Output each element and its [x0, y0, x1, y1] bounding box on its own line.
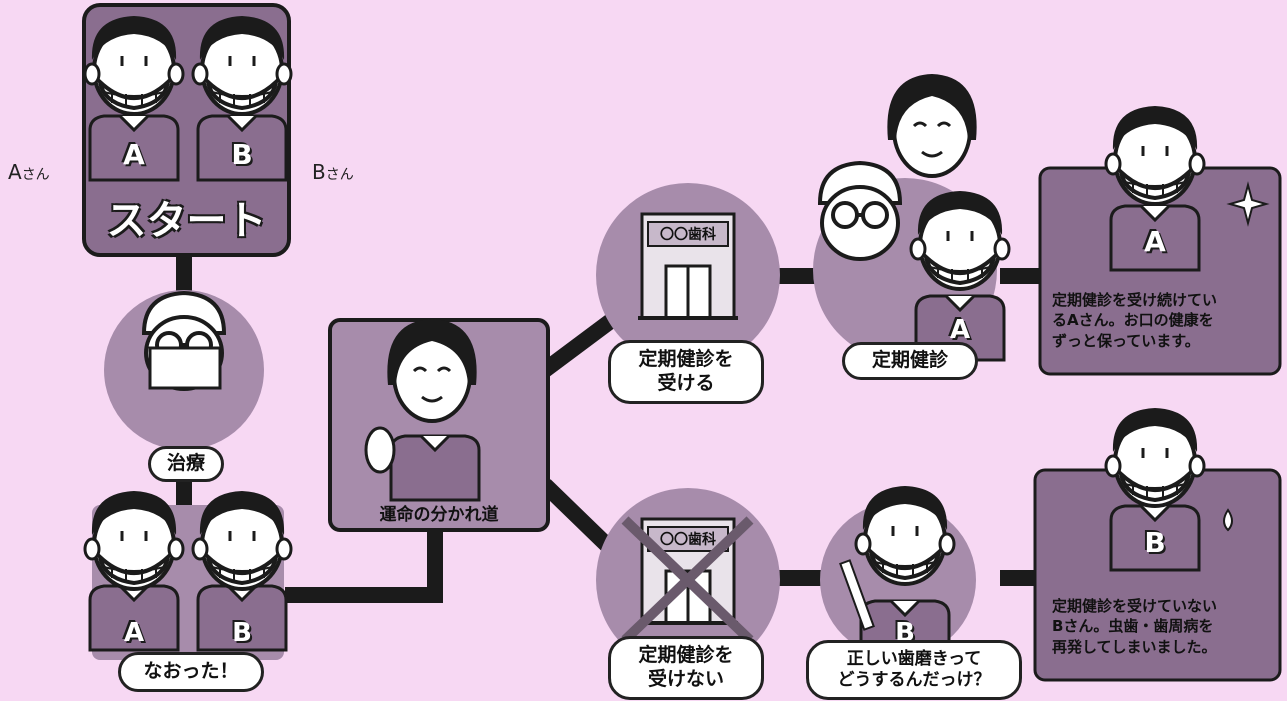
checkup-text: 定期健診 [871, 349, 948, 372]
connector-healed-to-crossroads [285, 525, 443, 603]
start-shirt-b: B [231, 138, 253, 171]
checkup-node [813, 72, 1011, 362]
healed-shirt-b: B [232, 618, 252, 648]
person-a-suffix: さん [21, 167, 50, 183]
healed-label: なおった！ [118, 652, 264, 692]
brushing-label: 正しい歯磨きって どうするんだっけ？ [806, 640, 1022, 700]
healed-text: なおった！ [143, 660, 239, 683]
treatment-node [104, 290, 264, 450]
clinic-visit-node [596, 183, 780, 367]
result-b-text: 定期健診を受けていない Bさん。虫歯・歯周病を 再発してしまいました。 [1052, 596, 1277, 657]
result-a-shirt: A [1144, 225, 1166, 258]
clinic-skip-node [596, 488, 780, 672]
checkup-label: 定期健診 [842, 342, 978, 380]
healed-shirt-a: A [123, 618, 145, 648]
brushing-line1: 正しい歯磨きって [846, 648, 982, 669]
checkup-shirt-a: A [949, 315, 971, 345]
brushing-node [820, 484, 976, 667]
result-b-line1: 定期健診を受けていない [1052, 597, 1218, 615]
connector-lines [176, 255, 1040, 603]
checkup-yes-line1: 定期健診を [638, 348, 734, 371]
result-a-text: 定期健診を受け続けてい るAさん。お口の健康を ずっと保っています。 [1052, 290, 1277, 351]
checkup-no-line2: 受けない [647, 668, 724, 690]
result-a-line2: るAさん。お口の健康を [1052, 311, 1214, 330]
clinic-sign-upper: 〇〇歯科 [660, 227, 716, 243]
result-a-line1: 定期健診を受け続けてい [1052, 291, 1218, 309]
result-b-line3: 再発してしまいました。 [1052, 637, 1217, 656]
result-b-shirt: B [1144, 526, 1166, 559]
checkup-yes-label: 定期健診を 受ける [608, 340, 764, 404]
person-a-letter: A [8, 160, 22, 184]
person-b-suffix: さん [325, 167, 354, 183]
result-a-node [1038, 104, 1282, 376]
connector-crossroads-to-upper [540, 313, 617, 377]
start-node [82, 3, 293, 257]
crossroads-label: 運命の分かれ道 [379, 505, 499, 525]
result-b-line2: Bさん。虫歯・歯周病を [1052, 617, 1214, 636]
healed-node [83, 489, 293, 660]
start-title: スタート [106, 198, 267, 244]
clinic-sign-lower: 〇〇歯科 [660, 532, 716, 548]
start-shirt-a: A [123, 138, 145, 171]
checkup-no-line1: 定期健診を [638, 644, 734, 667]
sweat-drop-icon [1223, 508, 1233, 532]
person-a-label: Aさん [8, 160, 50, 184]
brushing-line2: どうするんだっけ？ [837, 670, 991, 690]
treatment-text: 治療 [166, 452, 205, 475]
treatment-label: 治療 [148, 446, 224, 482]
person-b-label: Bさん [312, 160, 354, 184]
result-a-line3: ずっと保っています。 [1052, 331, 1200, 350]
connector-crossroads-to-lower [539, 479, 618, 556]
checkup-yes-line2: 受ける [657, 372, 715, 394]
sparkle-icon [1226, 181, 1270, 227]
result-b-node [1033, 406, 1282, 682]
checkup-no-label: 定期健診を 受けない [608, 636, 764, 700]
person-b-letter: B [312, 160, 326, 184]
crossroads-node [328, 317, 550, 532]
